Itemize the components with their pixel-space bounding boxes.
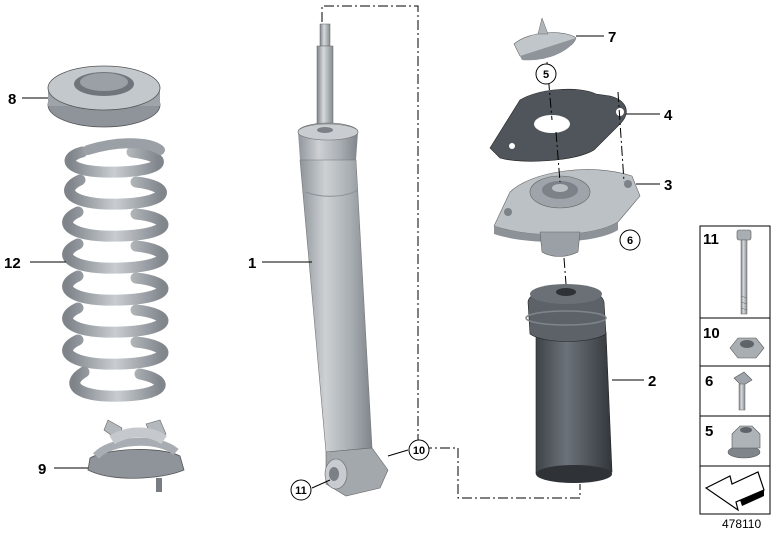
- legend-label-10: 10: [703, 325, 720, 342]
- small-parts-legend: 11 10 6 5: [699, 225, 771, 515]
- callout-4: 4: [664, 107, 673, 124]
- cap-part: [513, 17, 577, 61]
- spring-pad-part: [47, 65, 161, 128]
- lower-spring-seat-part: [87, 419, 185, 492]
- hex-nut-icon: [729, 337, 765, 359]
- callout-2: 2: [648, 373, 656, 390]
- svg-text:11: 11: [295, 485, 307, 497]
- callout-12: 12: [4, 255, 21, 272]
- legend-label-6: 6: [705, 373, 713, 390]
- document-number: 478110: [722, 517, 761, 531]
- strut-mount-part: [493, 169, 641, 257]
- coil-spring-part: [62, 138, 169, 402]
- svg-text:5: 5: [543, 69, 549, 81]
- gasket-part: [489, 88, 627, 162]
- callout-3: 3: [664, 177, 672, 194]
- legend-label-5: 5: [705, 423, 713, 440]
- svg-text:10: 10: [413, 445, 425, 457]
- collar-nut-icon: [727, 425, 761, 459]
- circled-callout-6: 6: [619, 229, 641, 251]
- callout-9: 9: [38, 461, 46, 478]
- callout-7: 7: [608, 29, 616, 46]
- arrow-icon: [704, 471, 765, 512]
- svg-text:6: 6: [627, 235, 633, 247]
- leader-lines: [22, 35, 660, 489]
- legend-label-11: 11: [703, 231, 719, 248]
- callout-1: 1: [248, 255, 256, 272]
- circled-callout-5: 5: [535, 63, 557, 85]
- bump-stop-boot-part: [525, 284, 613, 483]
- circled-callout-11: 11: [290, 479, 312, 501]
- callout-8: 8: [8, 91, 16, 108]
- screw-icon: [733, 371, 753, 411]
- circled-callout-10: 10: [408, 439, 430, 461]
- bolt-icon: [736, 229, 752, 315]
- shock-absorber-part: [297, 23, 389, 497]
